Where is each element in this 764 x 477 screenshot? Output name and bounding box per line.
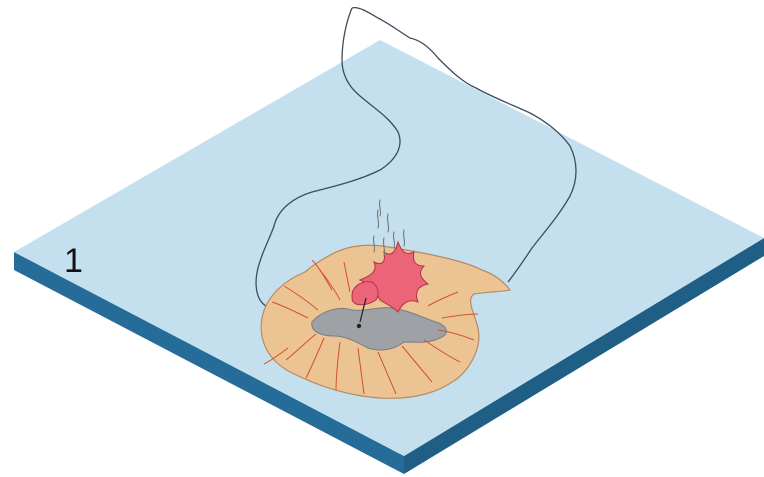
vent	[357, 324, 361, 328]
stage-number: 1	[64, 242, 83, 280]
